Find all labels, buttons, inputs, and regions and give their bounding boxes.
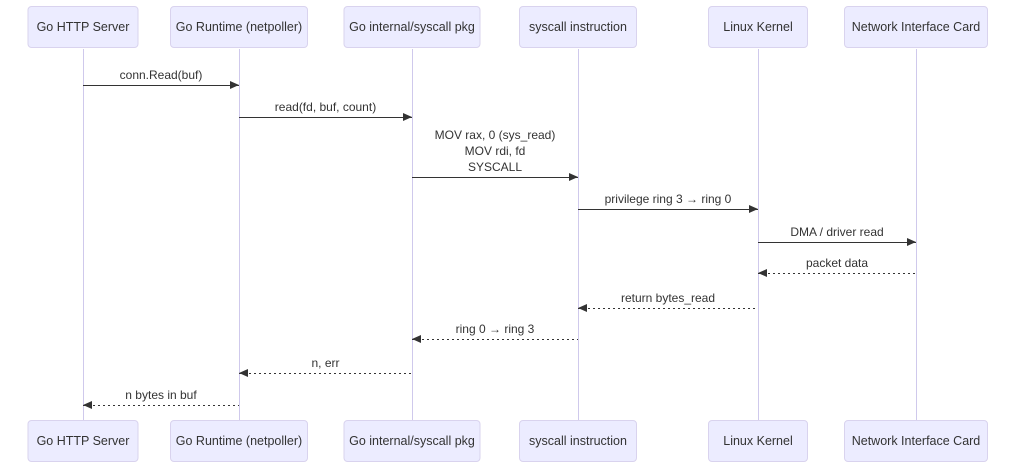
lifeline-linux-kernel [758, 49, 759, 421]
arrowhead-left-icon [578, 304, 587, 312]
message-ring-0-to-3: ring 0 → ring 3 [412, 321, 578, 343]
arrowhead-right-icon [907, 238, 916, 246]
arrowhead-right-icon [230, 81, 239, 89]
message-line [578, 304, 758, 312]
participant-nic-bottom: Network Interface Card [844, 420, 988, 462]
arrowhead-right-icon [749, 205, 758, 213]
participant-label: Linux Kernel [723, 20, 793, 34]
participant-go-runtime-top: Go Runtime (netpoller) [170, 6, 308, 48]
message-line [239, 113, 412, 121]
participant-label: Network Interface Card [851, 20, 981, 34]
message-line [83, 401, 239, 409]
lifeline-nic [916, 49, 917, 421]
arrowhead-left-icon [83, 401, 92, 409]
arrowhead-left-icon [239, 369, 248, 377]
message-label: n bytes in buf [125, 388, 197, 402]
message-label: privilege ring 3 → ring 0 [604, 192, 732, 206]
message-label: read(fd, buf, count) [274, 100, 377, 114]
message-line [578, 205, 758, 213]
message-privilege-ring-3-to-0: privilege ring 3 → ring 0 [578, 191, 758, 213]
lifeline-go-http-server [83, 49, 84, 421]
participant-linux-kernel-bottom: Linux Kernel [708, 420, 808, 462]
message-line [412, 173, 578, 181]
participant-go-http-server-bottom: Go HTTP Server [27, 420, 139, 462]
participant-linux-kernel-top: Linux Kernel [708, 6, 808, 48]
participant-go-syscall-pkg-top: Go internal/syscall pkg [343, 6, 481, 48]
message-label: return bytes_read [620, 291, 716, 305]
message-return-bytes-read: return bytes_read [578, 290, 758, 312]
message-dma-driver-read: DMA / driver read [758, 224, 916, 246]
message-n-bytes-in-buf: n bytes in buf [83, 387, 239, 409]
message-packet-data: packet data [758, 255, 916, 277]
participant-label: Go HTTP Server [36, 434, 130, 448]
participant-syscall-instruction-top: syscall instruction [519, 6, 637, 48]
message-line [758, 238, 916, 246]
participant-go-http-server-top: Go HTTP Server [27, 6, 139, 48]
message-conn-read: conn.Read(buf) [83, 67, 239, 89]
participant-syscall-instruction-bottom: syscall instruction [519, 420, 637, 462]
message-line [412, 335, 578, 343]
participant-label: Go Runtime (netpoller) [175, 434, 303, 448]
message-label: packet data [805, 256, 869, 270]
message-n-err: n, err [239, 355, 412, 377]
participant-go-runtime-bottom: Go Runtime (netpoller) [170, 420, 308, 462]
message-line [83, 81, 239, 89]
lifeline-go-runtime [239, 49, 240, 421]
message-line [239, 369, 412, 377]
participant-go-syscall-pkg-bottom: Go internal/syscall pkg [343, 420, 481, 462]
message-mov-syscall: MOV rax, 0 (sys_read) MOV rdi, fd SYSCAL… [412, 127, 578, 181]
arrowhead-left-icon [758, 269, 767, 277]
participant-label: Go internal/syscall pkg [349, 20, 475, 34]
message-label: n, err [311, 356, 340, 370]
participant-label: Network Interface Card [851, 434, 981, 448]
lifeline-go-syscall-pkg [412, 49, 413, 421]
message-line [758, 269, 916, 277]
participant-label: Go HTTP Server [36, 20, 130, 34]
message-label: ring 0 → ring 3 [455, 322, 535, 336]
arrowhead-right-icon [403, 113, 412, 121]
participant-label: Linux Kernel [723, 434, 793, 448]
arrowhead-right-icon [569, 173, 578, 181]
message-read-fd-buf-count: read(fd, buf, count) [239, 99, 412, 121]
participant-label: Go Runtime (netpoller) [175, 20, 303, 34]
participant-label: syscall instruction [529, 20, 627, 34]
message-label: MOV rax, 0 (sys_read) MOV rdi, fd SYSCAL… [434, 128, 556, 174]
message-label: DMA / driver read [790, 225, 884, 239]
lifeline-syscall-instruction [578, 49, 579, 421]
message-label: conn.Read(buf) [119, 68, 203, 82]
participant-label: Go internal/syscall pkg [349, 434, 475, 448]
participant-label: syscall instruction [529, 434, 627, 448]
participant-nic-top: Network Interface Card [844, 6, 988, 48]
arrowhead-left-icon [412, 335, 421, 343]
